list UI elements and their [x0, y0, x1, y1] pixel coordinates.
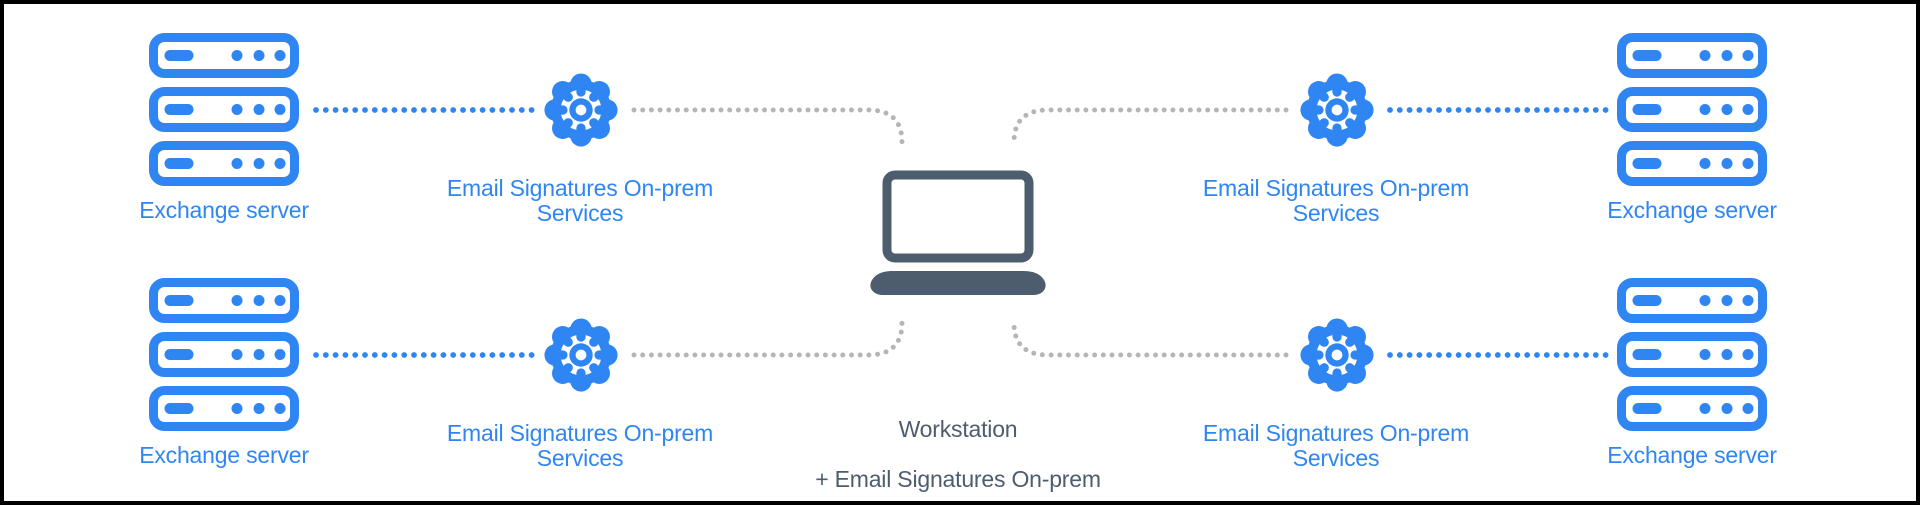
- connector-services-to-workstation-bottom-right: [1011, 320, 1289, 358]
- services-label-line2: Services: [1292, 445, 1380, 471]
- exchange-server-label-top-right: Exchange server: [1607, 197, 1777, 223]
- gear-icon: [542, 71, 620, 149]
- workstation-label-line2: + Email Signatures On-prem: [815, 466, 1101, 492]
- server-stack-icon: [149, 33, 299, 186]
- connector-services-to-workstation-top-left: [631, 107, 905, 145]
- exchange-server-label-bottom-left: Exchange server: [139, 442, 309, 468]
- services-label-line1: Email Signatures On-prem: [446, 420, 714, 446]
- services-label-line2: Services: [1292, 200, 1380, 226]
- server-stack-icon: [1617, 278, 1767, 431]
- workstation-label: Workstation + Email Signatures On-prem A…: [815, 392, 1101, 501]
- laptop-icon: [867, 166, 1049, 296]
- server-stack-icon: [1617, 33, 1767, 186]
- server-stack-icon: [149, 278, 299, 431]
- connector-lines: [313, 107, 1611, 358]
- services-label-line2: Services: [536, 200, 624, 226]
- connector-services-to-workstation-bottom-left: [631, 320, 905, 358]
- gear-icon: [542, 316, 620, 394]
- workstation-label-line1: Workstation: [898, 416, 1018, 442]
- connector-services-to-workstation-top-right: [1011, 107, 1289, 145]
- services-label-line1: Email Signatures On-prem: [1202, 175, 1470, 201]
- exchange-server-label-bottom-right: Exchange server: [1607, 442, 1777, 468]
- services-label-line1: Email Signatures On-prem: [1202, 420, 1470, 446]
- gear-icon: [1298, 71, 1376, 149]
- services-label-line2: Services: [536, 445, 624, 471]
- exchange-server-label-top-left: Exchange server: [139, 197, 309, 223]
- gear-icon: [1298, 316, 1376, 394]
- services-label-line1: Email Signatures On-prem: [446, 175, 714, 201]
